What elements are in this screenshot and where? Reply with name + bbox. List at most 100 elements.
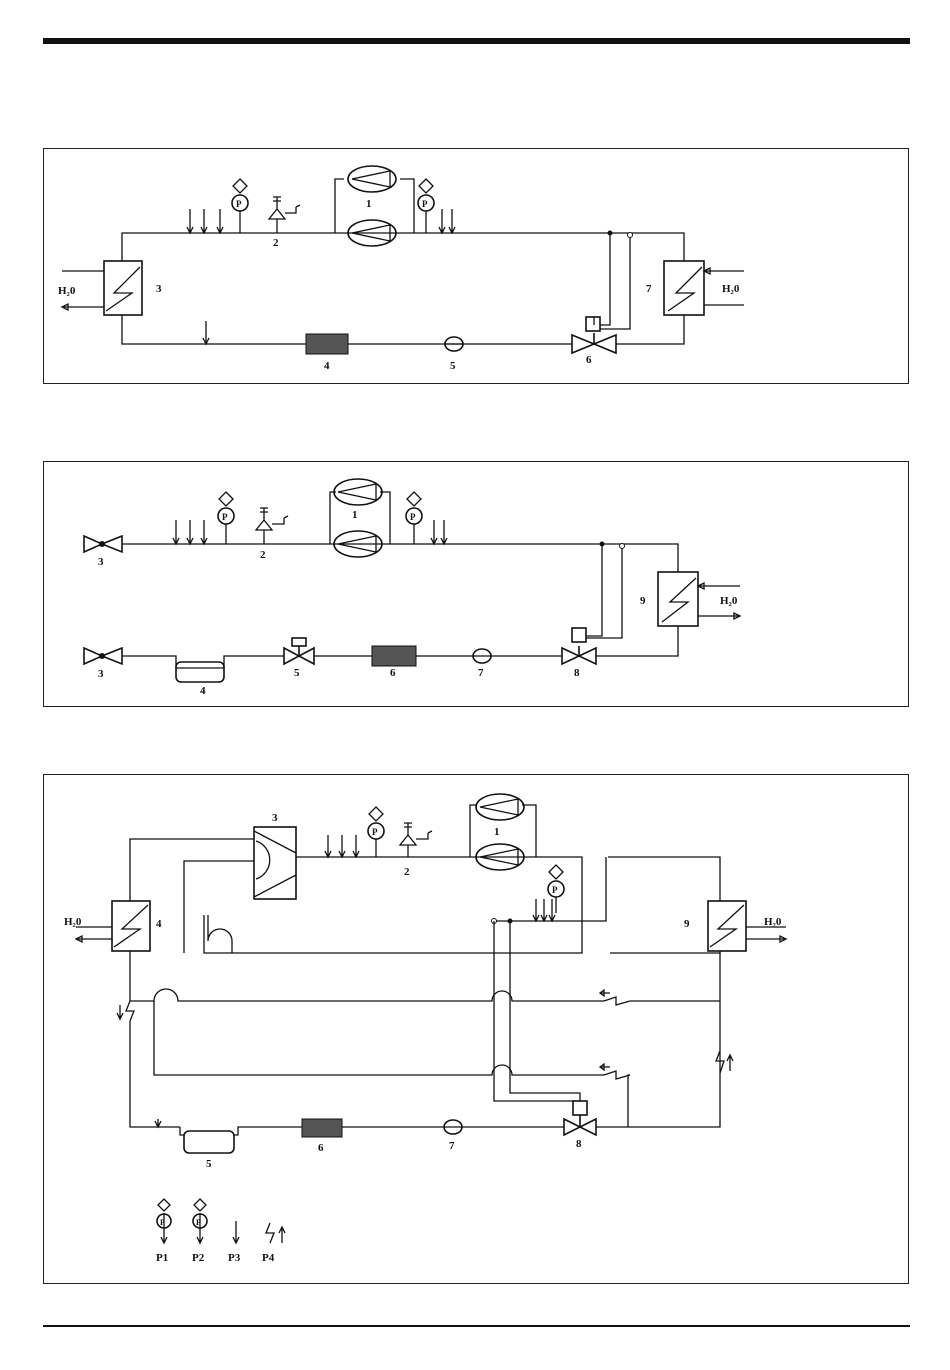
pressure-gauge-discharge: P <box>418 179 434 233</box>
sight-glass <box>473 649 491 663</box>
liquid-left <box>130 1021 180 1127</box>
svg-text:P: P <box>372 827 378 837</box>
suction-line <box>122 544 678 572</box>
suction-discharge-line <box>122 233 684 261</box>
bypass-line-2 <box>154 1001 604 1075</box>
suction-line <box>204 857 582 953</box>
filter-drier <box>302 1119 342 1137</box>
line-to-hx <box>130 839 254 901</box>
label-expansion-valve: 8 <box>576 1138 582 1150</box>
label-expansion-valve: 8 <box>574 667 580 679</box>
svg-text:P: P <box>160 1218 165 1227</box>
label-compressor: 1 <box>494 826 500 838</box>
pressure-gauge-discharge: P <box>548 865 564 913</box>
svg-text:P: P <box>410 512 416 522</box>
label-heat-exchanger: 3 <box>272 812 278 824</box>
safety-valve <box>400 823 432 857</box>
expansion-valve <box>572 231 633 354</box>
condenser-left <box>112 901 150 951</box>
legend-p4 <box>266 1223 285 1243</box>
water-arrows-right <box>746 927 786 942</box>
check-valve-lower <box>600 1064 630 1079</box>
evaporator <box>104 261 142 315</box>
compressor-upper <box>334 479 382 505</box>
pressure-gauge-suction: P <box>218 492 234 544</box>
condenser-right <box>708 901 746 951</box>
label-filter-drier: 4 <box>324 360 330 372</box>
compressor-upper <box>348 166 396 192</box>
service-ports-suction <box>325 835 359 857</box>
water-label-right: H₂0 <box>764 916 782 928</box>
legend-p2: P <box>193 1199 207 1243</box>
legend-p1: P <box>157 1199 171 1243</box>
solenoid-valve <box>284 638 314 664</box>
service-ports-suction <box>187 209 223 233</box>
return-upper <box>610 951 720 953</box>
diagram-2-panel: 3 3 1 2 P P 4 5 6 7 8 9 H₂0 <box>43 461 909 707</box>
filter-drier <box>306 334 348 354</box>
hx-loop-outer <box>184 861 254 915</box>
sight-glass <box>444 1120 462 1134</box>
water-label: H₂0 <box>720 595 738 607</box>
legend-label-p1: P1 <box>156 1252 168 1264</box>
diagram-3-svg: 1 3 2 P P 4 H₂0 9 H₂0 5 6 7 8 P P1 P <box>44 775 910 1285</box>
label-safety-valve: 2 <box>260 549 266 561</box>
label-sight-glass: 5 <box>450 360 456 372</box>
line-to-condenser-right <box>608 857 720 901</box>
right-return <box>628 951 720 1127</box>
check-valve-left <box>117 1001 134 1021</box>
svg-text:P: P <box>236 199 242 209</box>
service-ports-discharge <box>439 209 455 233</box>
legend-label-p4: P4 <box>262 1252 275 1264</box>
label-receiver: 4 <box>200 685 206 697</box>
diagram-1-svg: 1 2 P P 3 H₂0 7 H₂0 4 5 <box>44 149 910 385</box>
svg-text:P: P <box>552 885 558 895</box>
expansion-valve <box>494 995 628 1135</box>
label-safety-valve: 2 <box>273 237 279 249</box>
compressor-upper <box>476 794 524 820</box>
svg-text:P: P <box>222 512 228 522</box>
label-shutoff-valve-top: 3 <box>98 556 104 568</box>
legend-label-p3: P3 <box>228 1252 241 1264</box>
water-arrows-left <box>76 927 112 942</box>
receiver <box>184 1131 234 1153</box>
label-condenser-left: 4 <box>156 918 162 930</box>
service-ports-suction <box>173 520 207 544</box>
diagram-2-svg: 3 3 1 2 P P 4 5 6 7 8 9 H₂0 <box>44 462 910 708</box>
expansion-valve <box>562 542 625 665</box>
condenser <box>658 572 698 626</box>
liquid-line <box>314 626 678 656</box>
bottom-rule <box>43 1325 910 1327</box>
service-port-liquid <box>203 321 209 344</box>
shutoff-valve-bottom <box>84 648 122 664</box>
discharge-loop <box>494 857 606 921</box>
pressure-gauge-discharge: P <box>406 492 422 544</box>
safety-valve <box>269 197 300 233</box>
label-sight-glass: 7 <box>449 1140 455 1152</box>
sight-glass <box>445 337 463 351</box>
label-filter-drier: 6 <box>390 667 396 679</box>
service-ports-discharge <box>431 520 447 544</box>
diagram-1-panel: 1 2 P P 3 H₂0 7 H₂0 4 5 <box>43 148 909 384</box>
label-condenser: 9 <box>640 595 646 607</box>
compressor-bypass <box>335 179 414 233</box>
top-rule <box>43 38 910 44</box>
check-valve-lines <box>628 1001 720 1127</box>
legend-label-p2: P2 <box>192 1252 205 1264</box>
svg-text:P: P <box>196 1218 201 1227</box>
service-ports-discharge <box>533 899 555 921</box>
label-condenser-right: 9 <box>684 918 690 930</box>
water-label-left: H₂0 <box>58 285 76 297</box>
label-compressor: 1 <box>352 509 358 521</box>
label-filter-drier: 6 <box>318 1142 324 1154</box>
label-compressor: 1 <box>366 198 372 210</box>
label-sight-glass: 7 <box>478 667 484 679</box>
legend-p3 <box>233 1221 239 1243</box>
service-port-liquid <box>155 1119 161 1127</box>
water-label-left: H₂0 <box>64 916 82 928</box>
bypass-line-1 <box>130 951 604 1001</box>
diagram-3-panel: 1 3 2 P P 4 H₂0 9 H₂0 5 6 7 8 P P1 P <box>43 774 909 1284</box>
label-shutoff-valve-bottom: 3 <box>98 668 104 680</box>
check-valve-upper <box>600 990 630 1005</box>
check-valve-right <box>716 1051 733 1073</box>
